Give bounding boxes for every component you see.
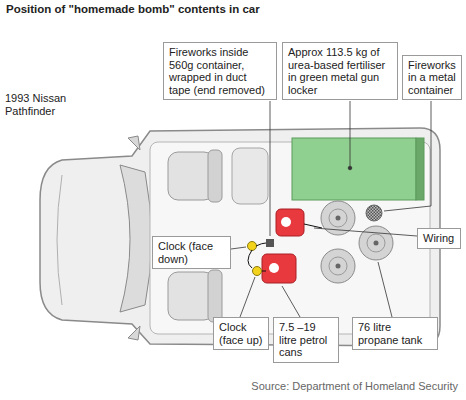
callout-text: Approx 113.5 kg of urea-based fertiliser… [288, 46, 392, 96]
leader-dot [348, 166, 352, 170]
petrol-can [262, 254, 296, 283]
callout-box: 7.5 –19 litre petrol cans [273, 317, 339, 363]
callout-box: Fireworks in a metal container [402, 55, 462, 101]
fireworks-container [266, 239, 274, 247]
gun-locker-end [416, 138, 424, 200]
wire [248, 224, 322, 271]
windscreen [120, 165, 152, 312]
leader-line [350, 101, 351, 166]
mirror [128, 136, 140, 150]
car-body [40, 128, 440, 346]
callout-box: Clock (face up) [213, 317, 269, 350]
callout-text: 7.5 –19 litre petrol cans [279, 321, 333, 359]
hood-line [57, 175, 62, 305]
callout-text: 76 litre propane tank [358, 321, 432, 346]
front-seat-back [208, 270, 222, 322]
leader-line [270, 101, 271, 236]
propane-tank [359, 226, 393, 260]
callout-box: 76 litre propane tank [352, 317, 438, 350]
rear-seat [232, 148, 268, 204]
mirror [128, 326, 140, 340]
can-cap [269, 263, 279, 273]
callout-box: Fireworks inside 560g container, wrapped… [163, 42, 277, 100]
callout-box: Wiring [417, 228, 461, 249]
front-seat [168, 272, 214, 320]
leader-line [231, 247, 246, 249]
caption: Source: Department of Homeland Security [251, 380, 458, 392]
leader-line [378, 262, 392, 317]
callout-text: Clock (face up) [219, 321, 263, 346]
callout-text: Fireworks inside 560g container, wrapped… [169, 46, 271, 96]
clock [248, 242, 257, 251]
vehicle-label: 1993 Nissan Pathfinder [5, 92, 79, 118]
callout-text: Fireworks in a metal container [408, 59, 456, 97]
callout-text: Clock (face down) [158, 240, 225, 265]
metal-container [366, 205, 382, 221]
leader-lines [231, 101, 431, 317]
gun-locker [292, 138, 416, 200]
leader-line [240, 277, 255, 317]
can-cap [281, 217, 291, 227]
petrol-can [276, 209, 304, 236]
front-seat-back [208, 150, 222, 202]
leader-line [314, 228, 417, 236]
callout-box: Approx 113.5 kg of urea-based fertiliser… [282, 42, 398, 100]
clock [253, 267, 262, 276]
callout-text: Wiring [423, 232, 455, 245]
title: Position of "homemade bomb" contents in … [6, 3, 260, 15]
propane-tank [321, 249, 355, 283]
callout-box: Clock (face down) [152, 236, 231, 269]
leader-line [282, 286, 300, 317]
front-seat [168, 152, 214, 200]
leader-line [384, 101, 431, 211]
